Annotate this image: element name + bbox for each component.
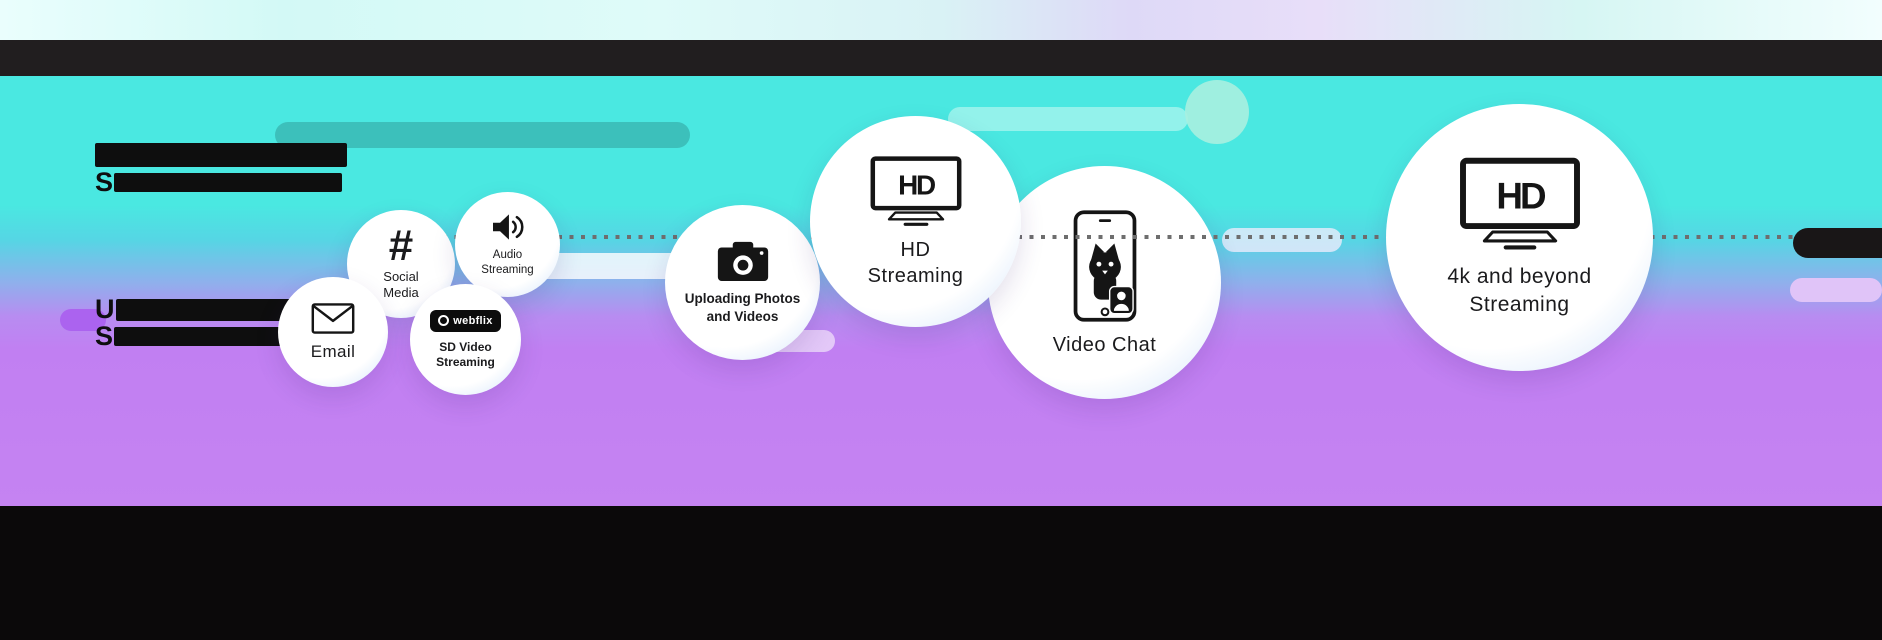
decorative-pill-purple	[60, 309, 106, 331]
bubble-video-chat: Video Chat	[988, 166, 1221, 399]
bubble-label: Audio Streaming	[481, 249, 534, 276]
speaker-icon	[492, 214, 523, 240]
webflix-dot-icon	[438, 315, 450, 326]
webflix-logo-text: webflix	[453, 314, 493, 327]
bubble-label: Social Media	[383, 269, 419, 301]
tier1-subheading-redacted: S	[95, 167, 343, 197]
bottom-black-bar	[0, 506, 1882, 640]
video-chat-phone-icon	[1073, 210, 1136, 322]
envelope-icon	[311, 302, 355, 334]
redacted-bar	[95, 143, 347, 167]
redacted-prefix-letter: U	[95, 294, 115, 324]
bubble-label: Email	[310, 341, 356, 361]
decorative-pill-lavender-right	[1790, 278, 1882, 302]
black-end-pill	[1793, 228, 1882, 258]
camera-icon	[717, 241, 768, 281]
contact-badge-icon	[1108, 285, 1134, 315]
bubble-uploading-photos-videos: Uploading Photos and Videos	[665, 205, 820, 360]
hashtag-icon: #	[388, 221, 414, 271]
speed-dotted-line	[420, 235, 1820, 239]
hd-tv-icon: HD	[870, 155, 961, 226]
top-black-bar	[0, 40, 1882, 76]
bubble-audio-streaming: Audio Streaming	[455, 192, 560, 297]
bubble-email: Email	[278, 277, 388, 387]
redacted-prefix-letter: S	[95, 167, 114, 197]
hd-logo-text: HD	[1496, 175, 1546, 216]
decorative-mint-blob	[1185, 80, 1249, 144]
hd-logo-text: HD	[898, 169, 935, 200]
top-gradient-strip	[0, 0, 1882, 40]
decorative-pill-light	[1222, 228, 1342, 252]
redacted-bar	[114, 173, 343, 192]
bubble-label: SD Video Streaming	[436, 339, 495, 369]
tier1-heading-redacted	[95, 143, 347, 167]
bubble-label: Video Chat	[1052, 334, 1157, 356]
hd-tv-icon: HD	[1459, 157, 1580, 250]
webflix-logo: webflix	[430, 309, 501, 332]
bubble-sd-video-streaming: webflix SD Video Streaming	[410, 284, 521, 395]
bubble-4k-streaming: HD 4k and beyond Streaming	[1386, 104, 1653, 371]
bubble-label: HD Streaming	[867, 238, 964, 287]
bubble-label: Uploading Photos and Videos	[684, 290, 801, 324]
bubble-hd-streaming: HD HD Streaming	[810, 116, 1021, 327]
cat-face-icon	[1088, 243, 1121, 300]
redacted-prefix-letter: S	[95, 321, 114, 351]
bubble-label: 4k and beyond Streaming	[1447, 264, 1592, 316]
decorative-pill-cyan	[948, 107, 1188, 131]
